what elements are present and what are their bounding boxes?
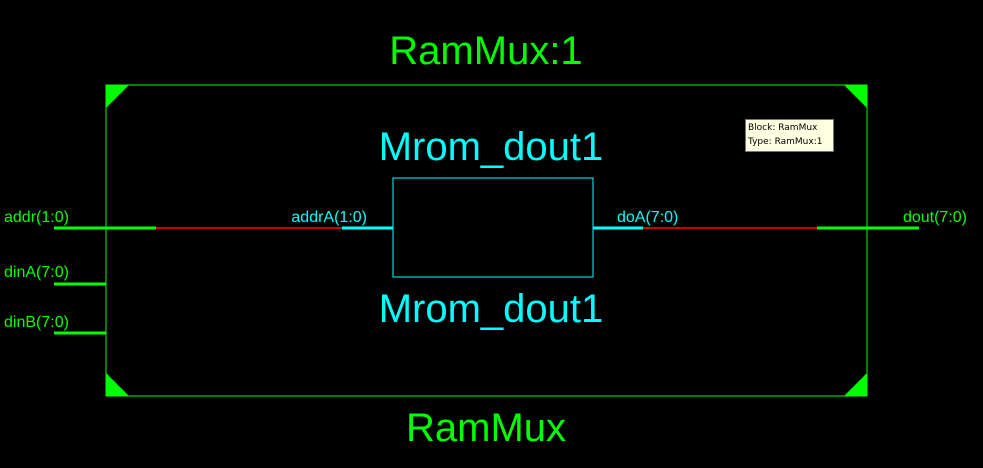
- outer-block-type-label: RamMux: [406, 406, 566, 450]
- tooltip-type-line: Type: RamMux:1: [748, 137, 823, 147]
- port-label-dout: dout(7:0): [903, 209, 967, 226]
- port-label-dinA: dinA(7:0): [4, 264, 69, 281]
- outer-block-corner-top-right: [844, 85, 867, 108]
- outer-block-corner-bottom-left: [106, 373, 129, 396]
- outer-block[interactable]: [105, 84, 868, 397]
- outer-block-instance-label: RamMux:1: [389, 29, 582, 73]
- port-label-addr: addr(1:0): [4, 209, 69, 226]
- inner-port-label-doA: doA(7:0): [617, 209, 678, 226]
- tooltip-block-line: Block: RamMux: [748, 123, 818, 133]
- inner-block-name-bottom: Mrom_dout1: [379, 287, 604, 331]
- block-info-tooltip: Block: RamMux Type: RamMux:1: [745, 119, 834, 152]
- outer-block-corner-bottom-right: [844, 373, 867, 396]
- outer-block-corner-top-left: [106, 85, 129, 108]
- inner-port-label-addrA: addrA(1:0): [291, 209, 367, 226]
- inner-block[interactable]: [392, 177, 594, 278]
- inner-block-name-top: Mrom_dout1: [379, 125, 604, 169]
- port-label-dinB: dinB(7:0): [4, 314, 69, 331]
